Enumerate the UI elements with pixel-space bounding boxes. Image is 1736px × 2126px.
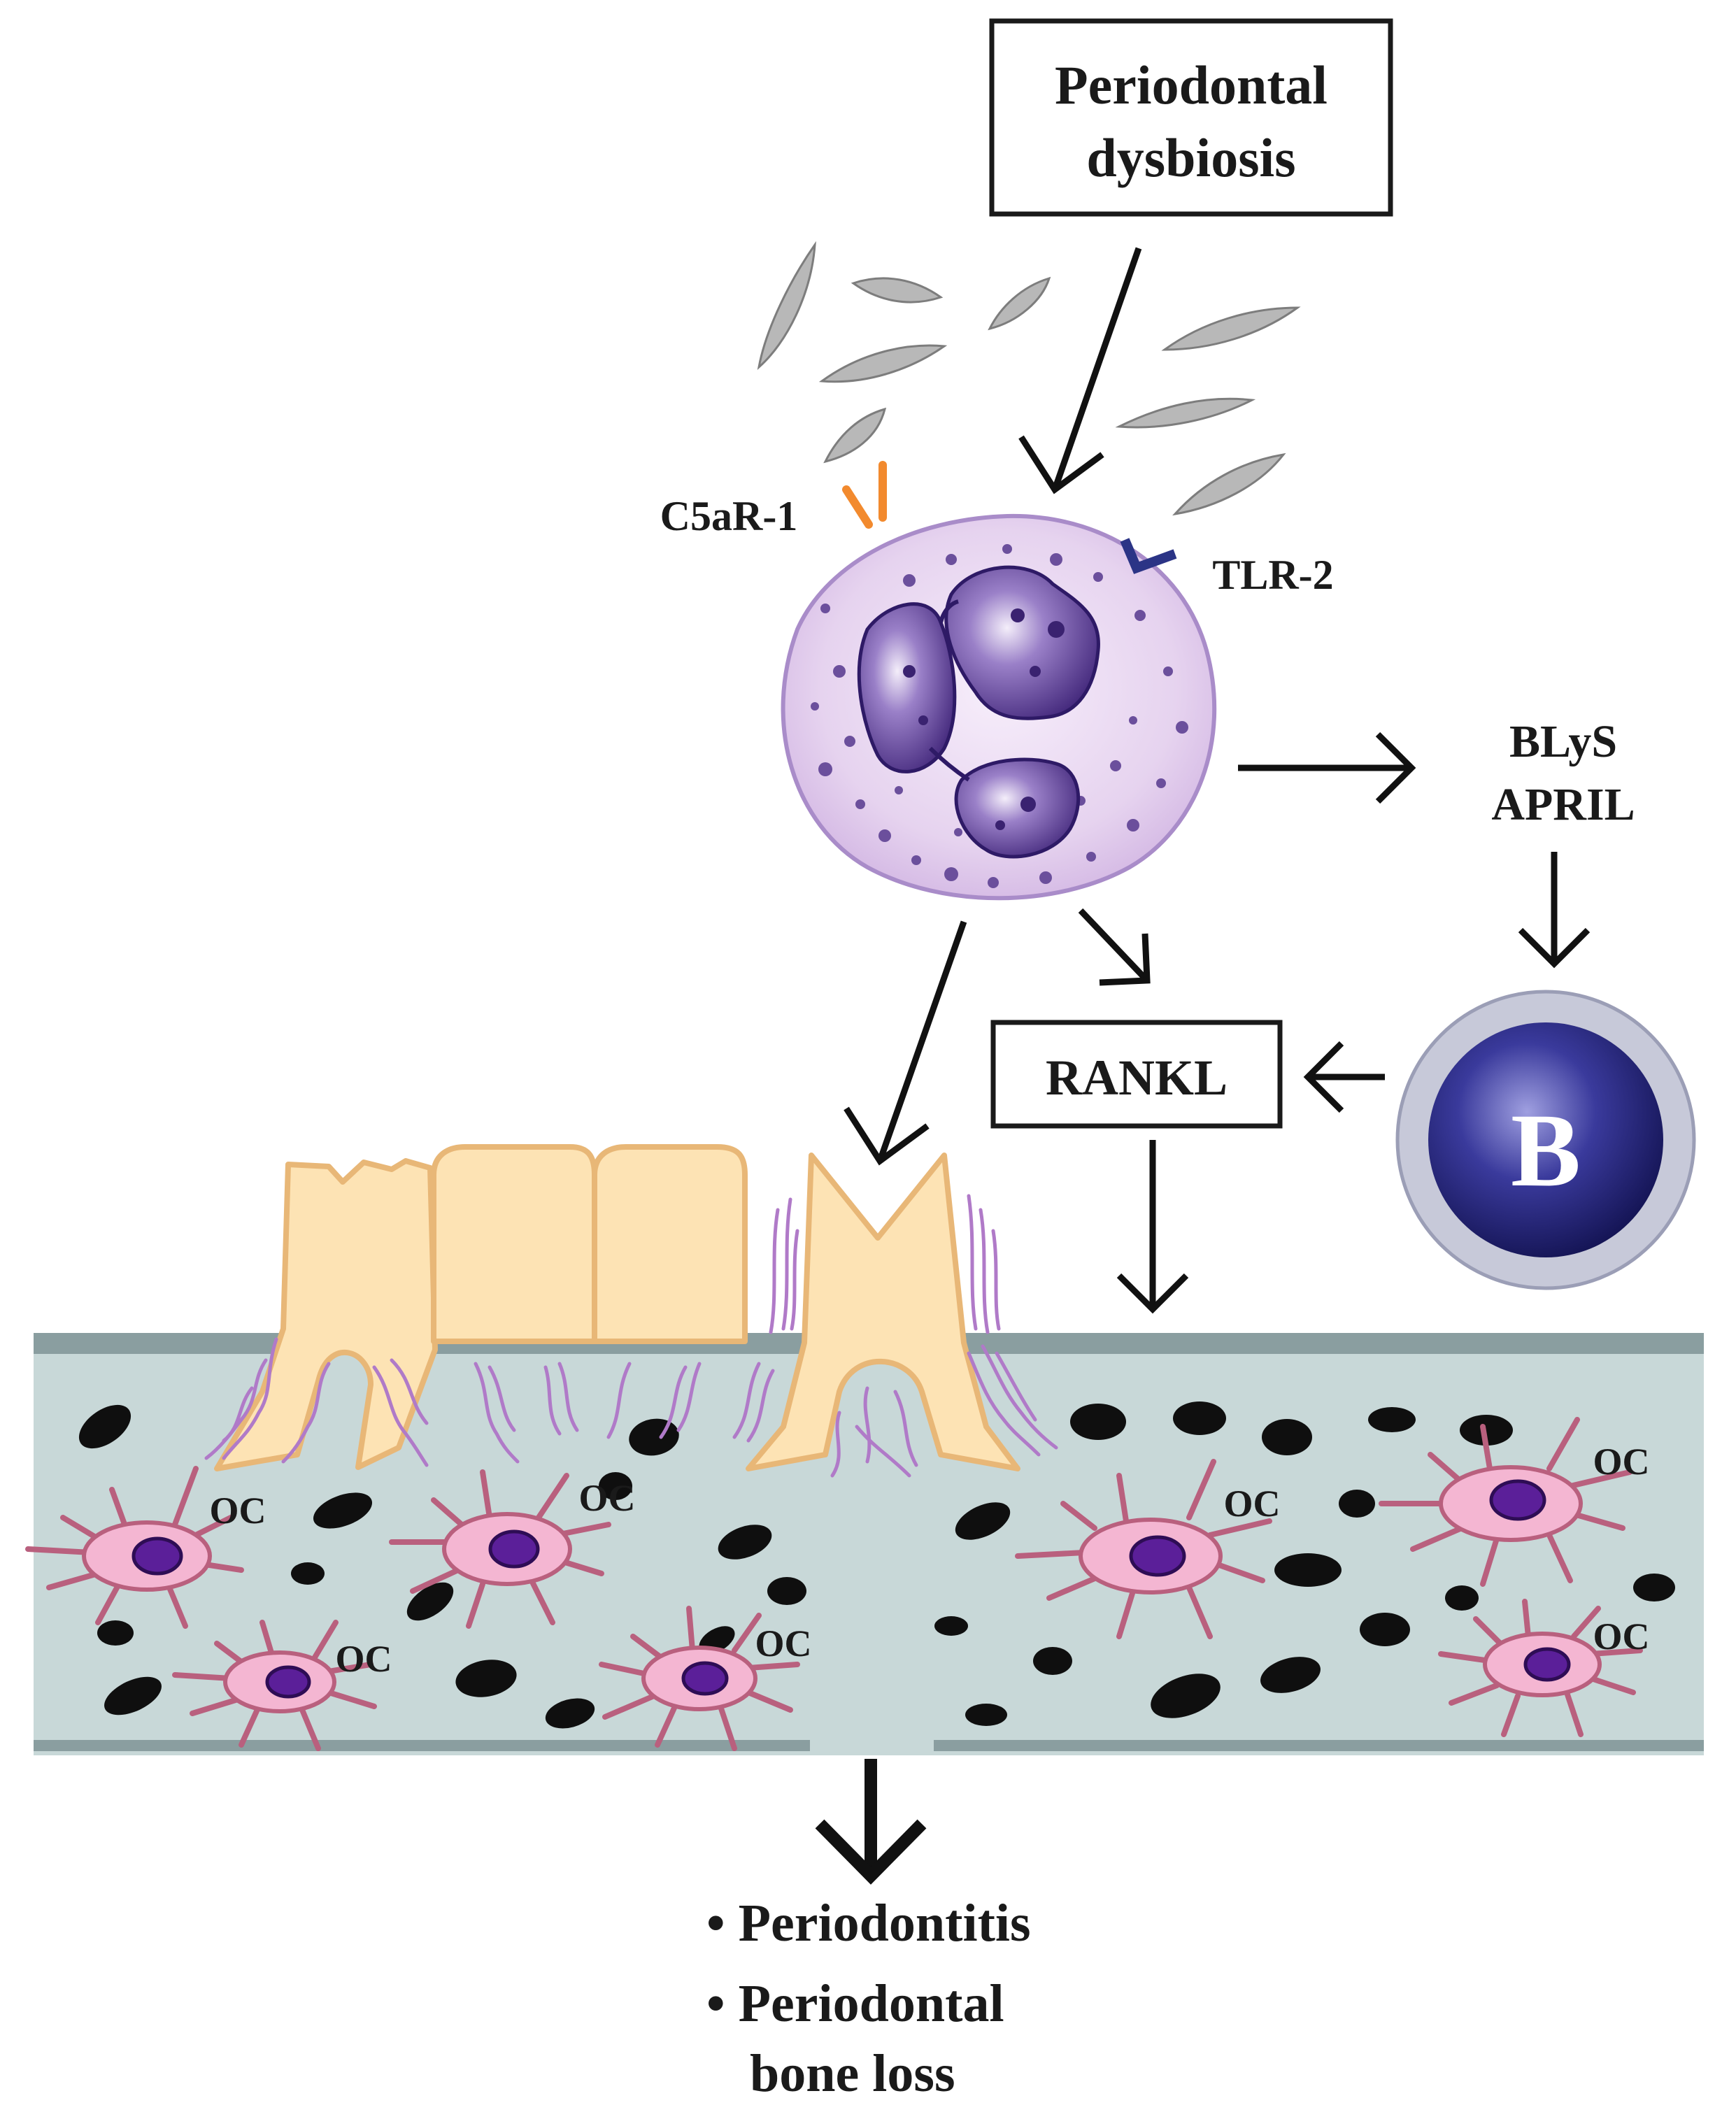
april-label: APRIL <box>1491 779 1635 830</box>
osteoclast-label-6: OC <box>1593 1441 1650 1483</box>
bacterium <box>988 276 1051 331</box>
dysbiosis-line1: Periodontal <box>1055 55 1328 115</box>
neutrophil <box>781 461 1217 901</box>
nucleus-lobe <box>857 602 957 773</box>
osteoclast-label-7: OC <box>1593 1615 1650 1657</box>
rankl-label: RANKL <box>1046 1050 1228 1106</box>
bacteria-cluster <box>757 241 1301 516</box>
outcome-arrow <box>815 1759 927 1885</box>
bacterium <box>851 277 944 304</box>
periodontal-fibers <box>204 1194 1058 1478</box>
arrow-neutrophil-to-rankl <box>1078 908 1150 983</box>
outcome-bone-loss-line1: • Periodontal <box>706 1974 1004 2033</box>
bacterium <box>818 344 948 383</box>
arrowhead <box>1518 927 1591 969</box>
nucleus-bridge <box>928 746 970 782</box>
tooth-crown <box>592 1144 748 1344</box>
dysbiosis-box: Periodontal dysbiosis <box>989 18 1393 217</box>
bacterium <box>757 241 816 370</box>
granules <box>811 544 1188 888</box>
osteoclast-label-2: OC <box>579 1477 636 1519</box>
bacterium <box>823 407 887 464</box>
osteoclast-label-1: OC <box>210 1490 266 1532</box>
teeth <box>214 1144 1020 1471</box>
arrowhead <box>1303 1041 1344 1113</box>
rankl-box: RANKL <box>990 1020 1283 1129</box>
b-cell: B <box>1395 990 1696 1290</box>
nucleus-spots <box>903 608 1065 830</box>
bacterium <box>1161 306 1301 351</box>
osteoclast-7 <box>1438 1599 1643 1737</box>
outcome-periodontitis: • Periodontitis <box>706 1894 1031 1953</box>
arrows <box>844 247 1591 1314</box>
osteoclast-label-5: OC <box>1224 1483 1281 1525</box>
arrowhead <box>1018 435 1104 494</box>
osteoclast-6 <box>1379 1417 1632 1587</box>
osteoclast-1 <box>25 1466 244 1629</box>
osteoclast-5 <box>1015 1459 1272 1639</box>
arrowhead <box>1099 933 1151 986</box>
nucleus-lobe <box>954 757 1081 859</box>
dysbiosis-line2: dysbiosis <box>1086 127 1295 188</box>
blys-label: BLyS <box>1509 716 1617 767</box>
outcome-bone-loss-line2: bone loss <box>750 2044 955 2103</box>
osteoclast-4 <box>599 1606 800 1751</box>
tooth-damaged <box>214 1158 438 1471</box>
osteocytes <box>78 1401 1675 1729</box>
arrowhead <box>1116 1273 1189 1314</box>
c5ar-receptor <box>842 461 887 529</box>
tlr-label: TLR-2 <box>1212 552 1333 598</box>
osteoclast-2 <box>389 1469 611 1629</box>
tlr-receptor <box>1120 538 1177 574</box>
arrow-neutrophil-to-tooth <box>876 920 967 1162</box>
b-cell-label: B <box>1511 1092 1581 1208</box>
c5ar-label: C5aR-1 <box>660 493 798 539</box>
arrowhead <box>1375 732 1416 804</box>
osteoclast-label-3: OC <box>336 1638 392 1680</box>
tooth-notched <box>746 1153 1020 1471</box>
arrow-dysbiosis-to-neutrophil <box>1051 247 1142 491</box>
nucleus-lobe <box>944 565 1100 720</box>
osteoclast-3 <box>172 1620 377 1751</box>
bacterium <box>1115 397 1256 429</box>
nucleus-bridge <box>939 599 959 623</box>
bacterium <box>1172 452 1286 516</box>
osteoclast-label-4: OC <box>755 1622 812 1664</box>
arrowhead <box>844 1106 930 1166</box>
tooth-crown <box>431 1144 597 1344</box>
